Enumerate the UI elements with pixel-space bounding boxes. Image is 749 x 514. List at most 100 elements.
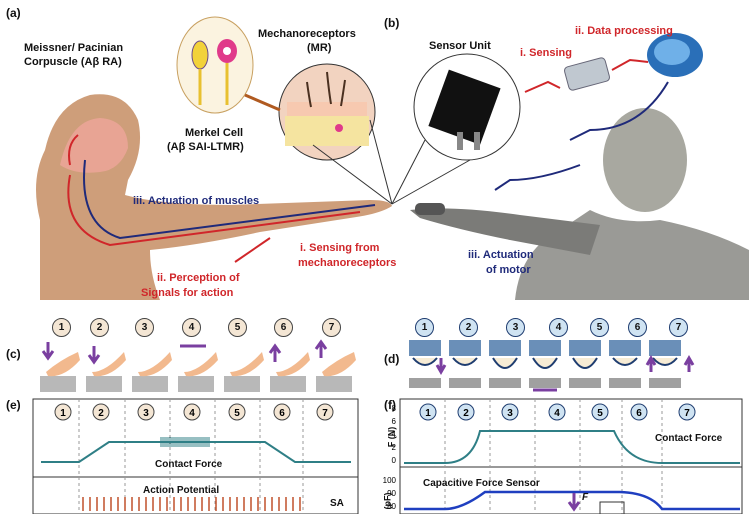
contact-force-label-f: Contact Force [655, 433, 723, 444]
surface-block [649, 378, 681, 388]
f-ytick-bottom: 90 [387, 489, 396, 498]
f-step-number: 3 [507, 408, 513, 419]
e-step-marker [316, 403, 334, 421]
e-step-marker [137, 403, 155, 421]
surface-block [270, 376, 306, 392]
red-nerve [67, 174, 361, 247]
motor-label: iii. Actuation [468, 249, 534, 261]
sensor-dome [452, 357, 478, 366]
sensor-top [649, 340, 681, 356]
force-arrow-label: F [582, 492, 589, 503]
skin-layers-illustration [278, 63, 376, 161]
surface-block [609, 378, 641, 388]
capacitive-sensor-label: Capacitive Force Sensor [423, 478, 540, 489]
e-step-marker [92, 403, 110, 421]
force-arrow-icon [567, 493, 581, 512]
c-step-3: 3 [135, 318, 154, 337]
press-arrow [41, 342, 55, 361]
release-arrow [314, 339, 328, 358]
surface-block [40, 376, 76, 392]
sensing-label-2: mechanoreceptors [298, 257, 397, 269]
e-step-number: 5 [234, 408, 240, 419]
perception-label: ii. Perception of [157, 272, 240, 284]
sensor-unit-label: Sensor Unit [429, 40, 491, 52]
c-step-2: 2 [90, 318, 109, 337]
f-step-number: 6 [636, 408, 642, 419]
f-ytick-top: 4 [392, 430, 397, 439]
d-step-6: 6 [628, 318, 647, 337]
sensor-press-sequence [409, 340, 695, 392]
sensor-dome [572, 357, 598, 369]
sensor-dome [412, 357, 438, 366]
f-step-number: 7 [684, 408, 690, 419]
surface-block [316, 376, 352, 392]
f-ytick-bottom: 80 [387, 502, 396, 511]
sensor-top [489, 340, 521, 356]
f-ytick-bottom: 100 [383, 476, 397, 485]
capacitance-trace [404, 490, 740, 511]
press-arrow [87, 346, 101, 365]
surface-block [409, 378, 441, 388]
f-step-marker [548, 403, 566, 421]
sensor-top [409, 340, 441, 356]
sensor-top [449, 340, 481, 356]
e-step-marker [228, 403, 246, 421]
surface-block [224, 376, 260, 392]
f-contact-force-trace [404, 430, 740, 464]
surface-block [569, 378, 601, 388]
e-step-number: 2 [98, 408, 104, 419]
d-step-4: 4 [549, 318, 568, 337]
f-step-marker [678, 403, 696, 421]
sensor-dome [492, 357, 518, 369]
sensor-top [569, 340, 601, 356]
sensor-dome [532, 357, 558, 369]
finger-shape [230, 352, 264, 377]
perception-label-2: Signals for action [141, 287, 234, 299]
release-arrow [645, 354, 657, 372]
d-step-7: 7 [669, 318, 688, 337]
panel-label-a: (a) [6, 6, 21, 20]
f-step-marker [630, 403, 648, 421]
chart-f-border [399, 398, 743, 514]
c-step-4: 4 [182, 318, 201, 337]
meissner-label-2: Corpuscle (Aβ RA) [24, 56, 122, 68]
f-ytick-top: 6 [392, 417, 397, 426]
finger-shape [322, 352, 356, 377]
sensor-dome [612, 357, 638, 366]
finger-shape [276, 352, 310, 377]
surface-block [86, 376, 122, 392]
release-arrow [268, 343, 282, 362]
f-ylabel-bottom: (pF) [382, 492, 393, 510]
sensing-label: i. Sensing from [300, 242, 380, 254]
c-step-1: 1 [52, 318, 71, 337]
finger-shape [92, 352, 126, 377]
contact-force-label-e: Contact Force [155, 459, 223, 470]
f-step-number: 4 [554, 408, 560, 419]
surface-block [449, 378, 481, 388]
f-step-marker [591, 403, 609, 421]
surface-block [178, 376, 214, 392]
d-step-1: 1 [415, 318, 434, 337]
surface-block [529, 378, 561, 388]
mechanoreceptor-title: Mechanoreceptors [258, 28, 356, 40]
motor-label-2: of motor [486, 264, 531, 276]
f-ytick-top: 8 [392, 404, 397, 413]
f-step-number: 1 [425, 408, 431, 419]
d-step-5: 5 [590, 318, 609, 337]
merkel-label-2: (Aβ SAI-LTMR) [167, 141, 244, 153]
panel-label-e: (e) [6, 398, 21, 412]
e-step-number: 3 [143, 408, 149, 419]
sensor-top [529, 340, 561, 356]
e-step-marker [273, 403, 291, 421]
surface-block [132, 376, 168, 392]
finger-shape [138, 352, 172, 377]
action-potential-label: Action Potential [143, 485, 220, 496]
c-step-7: 7 [322, 318, 341, 337]
finger-shape [184, 352, 218, 377]
e-step-number: 7 [322, 408, 328, 419]
surface-block [489, 378, 521, 388]
